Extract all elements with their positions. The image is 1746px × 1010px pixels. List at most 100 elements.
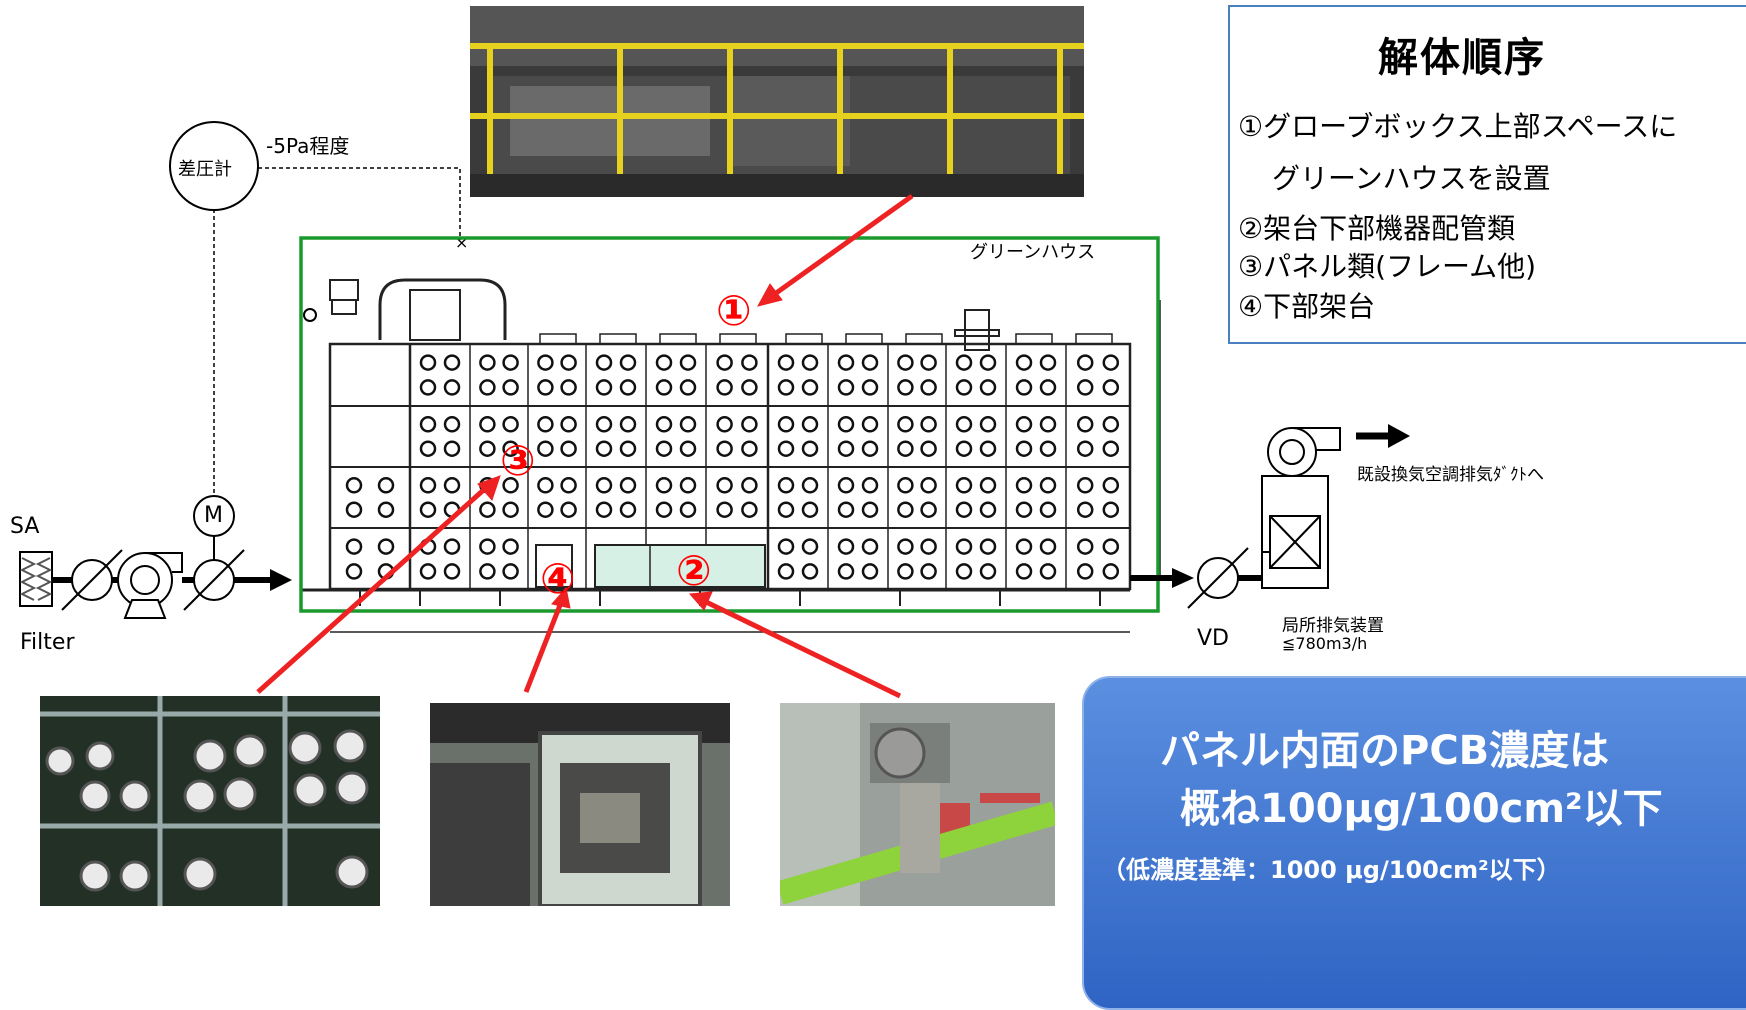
glove-port-icon: [345, 538, 363, 555]
glove-port-icon: [837, 501, 855, 518]
glove-box-drawing: [300, 278, 1161, 633]
differential-pressure-gauge-icon: [169, 121, 259, 211]
glove-port-icon: [716, 501, 733, 518]
glove-port-icon: [537, 501, 554, 518]
glove-port-icon: [655, 354, 673, 371]
glove-port-icon: [419, 440, 437, 457]
glove-port-icon: [741, 354, 758, 371]
glove-port-icon: [837, 440, 855, 457]
glove-port-icon: [479, 538, 496, 555]
glove-port-icon: [979, 354, 997, 371]
glove-port-icon: [955, 477, 973, 494]
glove-port-icon: [1039, 538, 1057, 555]
svg-text:×: ×: [455, 233, 468, 252]
order-step: ①グローブボックス上部スペースに: [1238, 110, 1678, 143]
order-step: ③パネル類(フレーム他): [1238, 250, 1537, 283]
glove-port-icon: [920, 563, 937, 580]
glove-port-icon: [861, 354, 879, 371]
glove-port-icon: [716, 440, 733, 457]
glove-port-icon: [801, 477, 819, 494]
glove-port-icon: [861, 379, 879, 396]
lower-equipment-panel: [535, 544, 573, 588]
glove-port-icon: [1076, 563, 1094, 580]
glove-port-icon: [716, 477, 733, 494]
glove-port-icon: [801, 501, 819, 518]
glove-port-icon: [345, 563, 363, 580]
local-exhaust-rate: ≦780m3/h: [1282, 634, 1368, 653]
glove-port-icon: [801, 354, 819, 371]
glove-port-icon: [419, 563, 437, 580]
glove-port-icon: [419, 379, 437, 396]
glove-port-icon: [560, 440, 577, 457]
glove-port-icon: [595, 416, 613, 433]
glove-port-icon: [479, 416, 496, 433]
glove-port-icon: [537, 416, 554, 433]
glove-port-icon: [1076, 440, 1094, 457]
glove-port-icon: [502, 379, 519, 396]
glove-port-icon: [920, 416, 937, 433]
duct-arrow-icon: [1388, 424, 1410, 448]
glove-port-icon: [479, 440, 496, 457]
glove-port-icon: [1039, 563, 1057, 580]
glove-port-icon: [1102, 416, 1120, 433]
glove-port-icon: [619, 416, 637, 433]
glove-port-icon: [837, 538, 855, 555]
glove-port-icon: [1039, 354, 1057, 371]
glove-port-icon: [502, 501, 519, 518]
glove-port-icon: [1076, 354, 1094, 371]
glove-port-icon: [679, 416, 697, 433]
glove-port-icon: [560, 379, 577, 396]
glove-port-icon: [837, 379, 855, 396]
glove-port-icon: [1015, 477, 1033, 494]
outlet-arrow-icon: [1172, 568, 1194, 588]
pressure-value-label: -5Pa程度: [266, 134, 350, 158]
glove-port-icon: [777, 477, 795, 494]
glove-port-icon: [777, 416, 795, 433]
glove-port-icon: [955, 379, 973, 396]
glove-port-icon: [560, 501, 577, 518]
glove-port-icon: [1015, 416, 1033, 433]
glove-port-icon: [1039, 501, 1057, 518]
filter-label: Filter: [20, 630, 75, 655]
glove-port-icon: [619, 440, 637, 457]
order-title: 解体順序: [1378, 35, 1546, 81]
glove-port-icon: [920, 354, 937, 371]
glove-port-icon: [861, 440, 879, 457]
notice-line-3: （低濃度基準：1000 μg/100cm²以下）: [1102, 856, 1561, 884]
glove-port-icon: [1102, 501, 1120, 518]
glove-port-icon: [619, 379, 637, 396]
glove-port-icon: [920, 538, 937, 555]
glove-port-icon: [897, 501, 914, 518]
glove-port-icon: [861, 538, 879, 555]
photo-lower-frame: [430, 703, 730, 906]
notice-line-2: 概ね100μg/100cm²以下: [1180, 786, 1663, 832]
glove-port-icon: [1039, 379, 1057, 396]
glove-port-icon: [560, 477, 577, 494]
glove-port-icon: [443, 538, 461, 555]
glove-port-icon: [345, 501, 363, 518]
glove-port-icon: [655, 501, 673, 518]
glove-port-icon: [443, 477, 461, 494]
glove-port-icon: [1015, 538, 1033, 555]
glove-port-icon: [1076, 416, 1094, 433]
glove-port-icon: [1102, 563, 1120, 580]
glove-port-icon: [502, 538, 519, 555]
glove-port-icon: [861, 416, 879, 433]
glove-port-icon: [419, 416, 437, 433]
glove-port-icon: [479, 501, 496, 518]
glove-port-icon: [741, 477, 758, 494]
glove-port-icon: [837, 477, 855, 494]
notice-line-1: パネル内面のPCB濃度は: [1160, 728, 1610, 774]
marker-2: ②: [676, 546, 712, 595]
glove-port-icon: [897, 538, 914, 555]
marker-3: ③: [500, 436, 536, 485]
glove-port-icon: [897, 354, 914, 371]
glove-port-icon: [979, 501, 997, 518]
glove-port-icon: [537, 379, 554, 396]
glove-port-icon: [1076, 379, 1094, 396]
glove-port-icon: [801, 538, 819, 555]
glove-port-icon: [479, 563, 496, 580]
glove-port-icon: [955, 416, 973, 433]
glove-port-icon: [679, 477, 697, 494]
